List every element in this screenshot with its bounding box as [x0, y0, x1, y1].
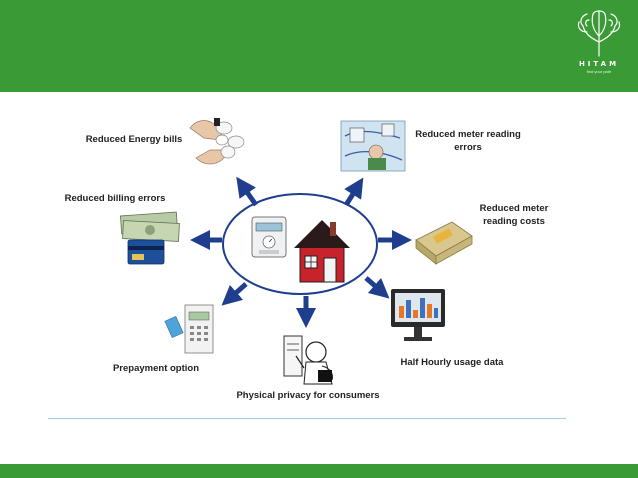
divider-line	[48, 418, 566, 419]
label-physical-privacy: Physical privacy for consumers	[236, 390, 380, 401]
hands-with-bulbs-icon	[189, 118, 245, 165]
monitor-chart-icon	[391, 289, 445, 341]
label-reduced-billing-errors: Reduced billing errors	[64, 193, 166, 204]
arrow-down-left	[221, 282, 248, 306]
prepay-meter-icon	[164, 304, 214, 354]
meter-reader-icon	[340, 120, 406, 172]
cash-and-card-icon	[120, 211, 180, 265]
arrow-down-right	[364, 276, 390, 299]
smart-meter-icon	[251, 216, 287, 258]
house-icon	[294, 220, 350, 283]
logo-name: HITAM	[578, 60, 620, 68]
arrow-up-right	[343, 177, 364, 207]
label-reduced-meter-reading-costs: Reduced meter reading costs	[479, 203, 549, 227]
label-half-hourly-usage-data: Half Hourly usage data	[400, 357, 504, 368]
tree-brain-icon	[577, 10, 621, 57]
label-reduced-energy-bills: Reduced Energy bills	[85, 134, 183, 145]
money-stack-icon	[415, 221, 473, 265]
footer-band	[0, 464, 638, 478]
label-reduced-meter-reading-errors: Reduced meter reading errors	[415, 129, 521, 153]
arrows	[190, 176, 412, 328]
hitam-logo: HITAM find your path	[568, 8, 630, 90]
header-banner: HITAM find your path	[0, 0, 638, 92]
logo-tagline: find your path	[586, 69, 612, 74]
privacy-person-icon	[283, 335, 333, 385]
arrow-up-left	[236, 176, 259, 207]
label-prepayment-option: Prepayment option	[112, 363, 200, 374]
